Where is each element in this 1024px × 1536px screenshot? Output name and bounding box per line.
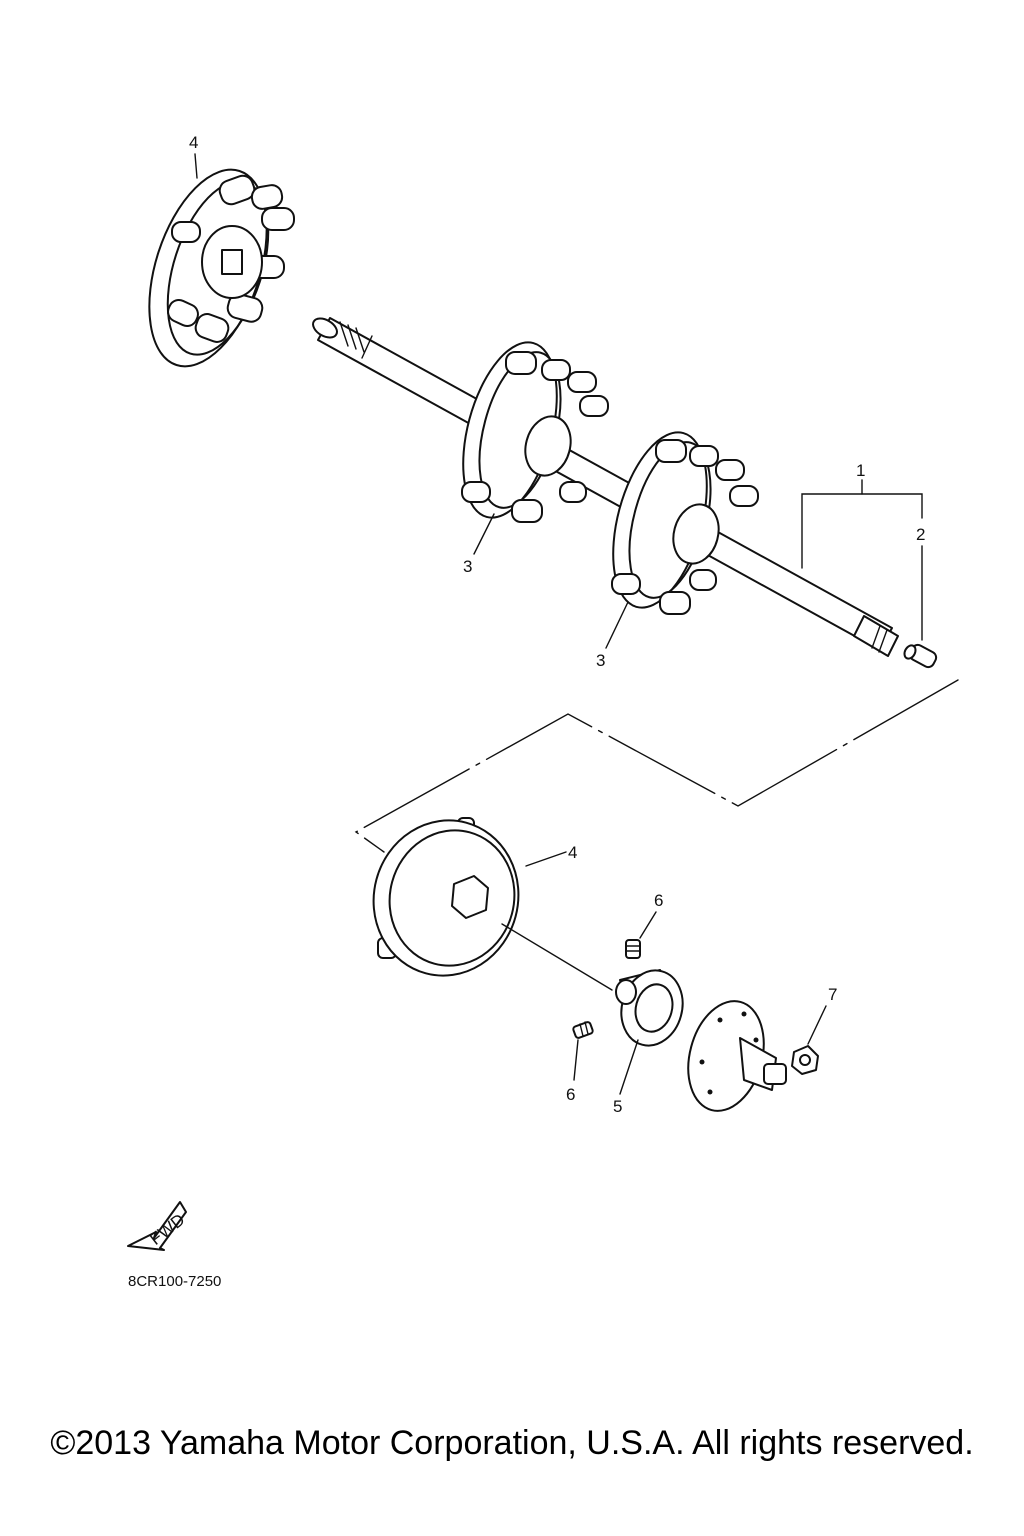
callout-6-bottom: 6: [566, 1085, 575, 1104]
set-screw-bottom: [572, 1021, 594, 1039]
callout-4-bottom: 4: [568, 843, 577, 862]
bearing: [615, 969, 684, 1047]
shaft-plug: [903, 643, 938, 669]
diagram-code: 8CR100-7250: [128, 1273, 221, 1290]
callout-3-right: 3: [596, 651, 605, 670]
fwd-arrow-icon: FWD: [127, 1201, 188, 1251]
callout-2: 2: [916, 525, 925, 544]
nut: [791, 1045, 819, 1075]
callout-4-top: 4: [189, 133, 198, 152]
callout-6-top: 6: [654, 891, 663, 910]
sprocket-wheel-bottom: [372, 817, 613, 991]
callout-1: 1: [856, 461, 865, 480]
sprocket-wheel-top-left: [148, 168, 295, 368]
callout-5: 5: [613, 1097, 622, 1116]
set-screw-top: [625, 939, 641, 959]
callout-7: 7: [828, 985, 837, 1004]
sprocket-wheel-middle-right: [611, 431, 759, 615]
callout-3-left: 3: [463, 557, 472, 576]
assembly-line: [354, 679, 959, 853]
drive-shaft: [312, 317, 899, 657]
sprocket-wheel-middle-left: [461, 341, 609, 523]
copyright-notice: ©2013 Yamaha Motor Corporation, U.S.A. A…: [50, 1424, 974, 1462]
callout-bracket: [801, 479, 923, 641]
hub-flange: [687, 1000, 787, 1112]
